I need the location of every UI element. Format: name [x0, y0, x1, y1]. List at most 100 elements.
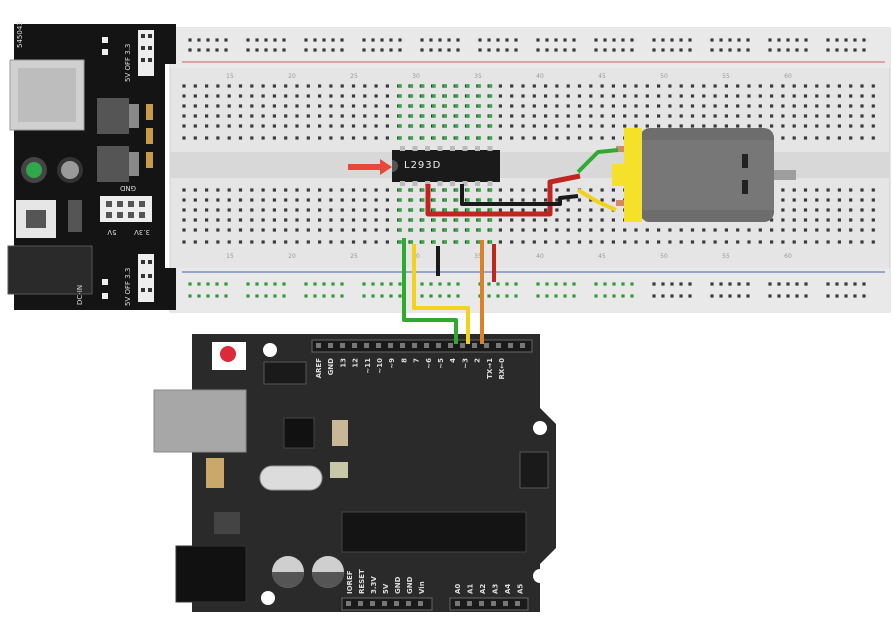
- breadboard-hole: [544, 228, 548, 232]
- breadboard-hole: [261, 124, 265, 128]
- breadboard-hole-active: [432, 198, 436, 202]
- breadboard-hole: [792, 198, 796, 202]
- rail-hole: [746, 282, 750, 286]
- breadboard-hole: [498, 198, 502, 202]
- power-button[interactable]: [61, 161, 79, 179]
- breadboard-hole: [521, 124, 525, 128]
- breadboard-hole: [351, 240, 356, 244]
- breadboard-hole: [182, 124, 186, 128]
- breadboard-hole: [510, 124, 514, 128]
- pin-label: GND: [406, 576, 414, 594]
- ic-pin: [412, 181, 418, 186]
- power-switch-knob[interactable]: [26, 210, 46, 228]
- rail-hole: [505, 294, 509, 298]
- header-pin: [128, 201, 134, 207]
- breadboard-hole: [284, 218, 288, 222]
- rail-hole: [398, 48, 402, 52]
- breadboard-hole: [860, 218, 864, 222]
- rail-hole: [331, 48, 335, 52]
- breadboard-hole: [781, 198, 785, 202]
- breadboard-hole: [340, 84, 344, 88]
- arduino-power-jack: [175, 545, 247, 603]
- breadboard-hole: [702, 124, 706, 128]
- reset-button[interactable]: [220, 346, 236, 362]
- l293d-chip[interactable]: L293D: [392, 146, 500, 186]
- rail-hole: [835, 294, 839, 298]
- breadboard-hole-active: [443, 208, 447, 212]
- rail-hole: [594, 294, 598, 298]
- breadboard-hole: [250, 104, 254, 108]
- breadboard-hole: [295, 218, 299, 222]
- wire-green-motor-lead: [576, 148, 619, 174]
- breadboard-hole: [849, 218, 853, 222]
- breadboard-hole: [351, 188, 356, 192]
- top-rail-jumper[interactable]: [138, 30, 154, 76]
- breadboard-holes: [182, 38, 875, 298]
- breadboard-hole: [329, 240, 333, 244]
- breadboard-hole: [363, 136, 367, 140]
- breadboard-hole: [849, 208, 853, 212]
- rail-hole: [224, 282, 228, 286]
- header-pin: [117, 212, 123, 218]
- pin-label: 12: [352, 358, 360, 368]
- rail-hole: [429, 48, 433, 52]
- header-pin: [128, 212, 134, 218]
- header-socket: [412, 343, 417, 348]
- breadboard-hole-active: [488, 104, 493, 108]
- breadboard-hole: [702, 84, 706, 88]
- jumper-pin: [148, 274, 152, 278]
- voltage-regulator: [214, 512, 240, 534]
- breadboard-hole: [713, 84, 717, 88]
- rail-hole: [737, 48, 741, 52]
- rail-hole: [545, 294, 549, 298]
- breadboard-hole: [284, 198, 288, 202]
- breadboard-hole: [623, 84, 627, 88]
- ic-body[interactable]: [392, 150, 500, 182]
- capacitor-1-mark: [272, 572, 304, 588]
- breadboard-hole: [216, 84, 220, 88]
- rail-hole: [804, 282, 808, 286]
- breadboard-hole: [374, 104, 378, 108]
- breadboard-hole: [860, 208, 864, 212]
- rail-hole: [438, 294, 442, 298]
- breadboard-hole: [826, 94, 830, 98]
- breadboard-hole: [803, 198, 808, 202]
- rail-hole: [786, 38, 790, 42]
- breadboard-hole: [498, 84, 502, 88]
- rail-hole: [371, 282, 375, 286]
- rail-hole: [215, 282, 219, 286]
- breadboard-hole: [770, 104, 774, 108]
- header-socket: [394, 601, 399, 606]
- arrow-pointer-icon: [348, 159, 392, 175]
- breadboard-hole: [182, 240, 186, 244]
- rail-hole: [197, 38, 201, 42]
- breadboard-hole: [871, 208, 875, 212]
- dc-motor[interactable]: [612, 128, 796, 222]
- breadboard-hole: [623, 228, 627, 232]
- breadboard-hole: [634, 228, 638, 232]
- jumper-pin: [148, 288, 152, 292]
- rail-hole: [630, 294, 634, 298]
- breadboard-hole-active: [420, 104, 425, 108]
- breadboard-hole: [284, 114, 288, 118]
- rail-hole: [340, 38, 344, 42]
- breadboard-hole: [238, 218, 243, 222]
- breadboard-hole: [363, 218, 367, 222]
- breadboard-hole: [566, 208, 570, 212]
- breadboard-hole-active: [432, 208, 436, 212]
- breadboard-hole: [781, 136, 785, 140]
- breadboard-hole-active: [488, 240, 493, 244]
- rail-hole: [246, 294, 250, 298]
- rail-hole: [768, 48, 772, 52]
- header-socket: [503, 601, 508, 606]
- voltage-header-pins: [106, 201, 145, 218]
- rail-hole: [438, 38, 442, 42]
- rail-hole: [844, 282, 848, 286]
- breadboard-hole: [272, 114, 276, 118]
- breadboard-hole: [600, 114, 604, 118]
- rail-hole: [746, 294, 750, 298]
- breadboard-hole-active: [466, 114, 470, 118]
- rail-hole: [835, 38, 839, 42]
- led-block: [332, 420, 348, 446]
- rail-hole: [505, 282, 509, 286]
